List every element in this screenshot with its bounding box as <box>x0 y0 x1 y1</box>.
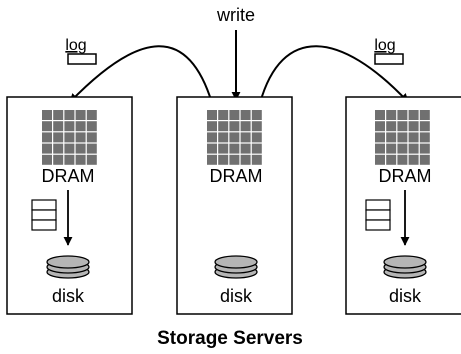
replicate-right-arrow <box>259 45 409 104</box>
disk-icon-left <box>46 255 90 279</box>
write-label: write <box>216 5 255 25</box>
log-buffer-left <box>67 53 97 65</box>
dram-grid-right <box>375 110 430 165</box>
log-label-left: log <box>65 37 86 54</box>
disk-icon-right <box>383 255 427 279</box>
diagram-caption: Storage Servers <box>157 328 303 349</box>
replicate-left-arrow <box>69 45 213 104</box>
dram-grid-center <box>207 110 262 165</box>
log-label-right: log <box>374 37 395 54</box>
disk-label-right: disk <box>389 286 422 306</box>
dram-label-right: DRAM <box>379 166 432 186</box>
dram-label-left: DRAM <box>42 166 95 186</box>
log-buffer-right <box>374 53 404 65</box>
log-stack-right <box>365 199 391 231</box>
disk-label-center: disk <box>220 286 253 306</box>
disk-label-left: disk <box>52 286 85 306</box>
log-stack-left <box>31 199 57 231</box>
dram-label-center: DRAM <box>210 166 263 186</box>
dram-grid-left <box>42 110 97 165</box>
disk-icon-center <box>214 255 258 279</box>
